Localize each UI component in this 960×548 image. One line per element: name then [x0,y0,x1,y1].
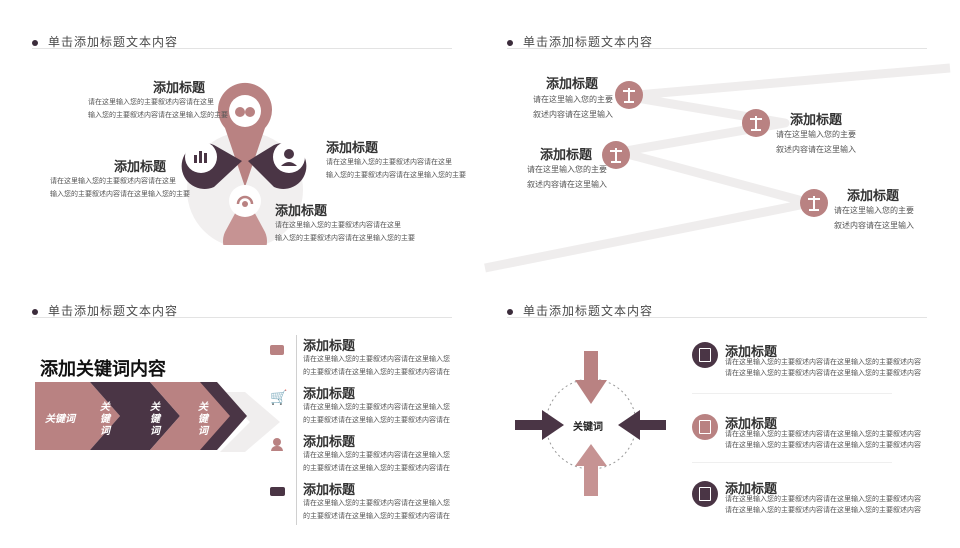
chevron-1 [35,382,120,450]
chevron-label-4: 关键词 [198,402,208,437]
row-divider [692,462,892,463]
q4-title-3: 添加标题 [725,482,778,497]
bullet-dot [32,39,38,46]
bar-chart-icon [194,151,207,163]
center-keyword: 关键词 [573,422,603,433]
wallet-icon [270,345,284,355]
header-divider [507,317,927,318]
cart-icon: 🛒 [270,390,288,406]
bullet-dot [507,39,513,46]
q2-desc-1: 请在这里输入您的主要叙述内容请在这里输入 [533,95,613,119]
q1-title-4: 添加标题 [275,204,328,219]
q3-title-4: 添加标题 [303,483,356,498]
q2-title-4: 添加标题 [847,189,900,204]
q2-desc-2: 请在这里输入您的主要叙述内容请在这里输入 [776,130,856,154]
q3-title-1: 添加标题 [303,339,356,354]
section-header-text: 单击添加标题文本内容 [48,304,179,318]
bullet-dot [507,308,513,315]
vertical-divider [296,335,297,525]
q2-title-1: 添加标题 [546,77,599,92]
document-search-icon [692,342,718,368]
q4-desc-2: 请在这里输入您的主要叙述内容请在这里输入您的主要叙述内容请在这里输入您的主要叙述… [725,430,921,449]
section-header: 单击添加标题文本内容 [32,302,178,319]
row-divider [692,393,892,394]
clover-diagram [181,82,307,245]
section-header: 单击添加标题文本内容 [32,33,178,50]
arrow-right [515,410,564,440]
arrow-up [575,444,607,496]
q1-title-3: 添加标题 [326,141,379,156]
section-header: 单击添加标题文本内容 [507,302,653,319]
keyword-title: 添加关键词内容 [40,359,166,380]
petal-bottom [223,195,267,245]
q4-title-1: 添加标题 [725,345,778,360]
headset-icon [236,195,254,207]
header-divider [32,48,452,49]
q1-desc-3: 请在这里输入您的主要叙述内容请在这里输入您的主要叙述内容请在这里输入您的主要 [326,158,466,179]
bullet-dot [32,308,38,315]
q1-desc-1: 请在这里输入您的主要叙述内容请在这里输入您的主要叙述内容请在这里输入您的主要 [88,98,228,119]
q1-title-2: 添加标题 [114,160,167,175]
user-money-icon [271,438,283,451]
section-header-text: 单击添加标题文本内容 [523,35,654,49]
chevron-3 [150,382,235,450]
q1-title-1: 添加标题 [153,81,206,96]
q3-title-2: 添加标题 [303,387,356,402]
chevron-2 [90,382,180,450]
arrow-down [575,351,607,404]
q2-title-3: 添加标题 [540,148,593,163]
chevron-label-2: 关键词 [100,402,110,437]
hand-card-icon [270,487,285,496]
q3-desc-1: 请在这里输入您的主要叙述内容请在这里输入您的主要叙述请在这里输入您的主要叙述内容… [303,355,450,376]
q3-desc-3: 请在这里输入您的主要叙述内容请在这里输入您的主要叙述请在这里输入您的主要叙述内容… [303,451,450,472]
chevron-row [35,382,280,452]
q2-desc-3: 请在这里输入您的主要叙述内容请在这里输入 [527,165,607,189]
arrow-left [618,410,666,440]
scales-icon [610,88,820,211]
document-search-icon [692,481,718,507]
person-icon [281,149,297,166]
converging-arrows [515,351,666,496]
chevron-label-1: 关键词 [45,414,75,425]
q3-desc-4: 请在这里输入您的主要叙述内容请在这里输入您的主要叙述请在这里输入您的主要叙述内容… [303,499,450,520]
section-header: 单击添加标题文本内容 [507,33,653,50]
q2-desc-4: 请在这里输入您的主要叙述内容请在这里输入 [834,206,914,230]
chevron-label-3: 关键词 [150,402,160,437]
q4-title-2: 添加标题 [725,417,778,432]
q4-desc-3: 请在这里输入您的主要叙述内容请在这里输入您的主要叙述内容请在这里输入您的主要叙述… [725,495,921,514]
q3-title-3: 添加标题 [303,435,356,450]
q4-desc-1: 请在这里输入您的主要叙述内容请在这里输入您的主要叙述内容请在这里输入您的主要叙述… [725,358,921,377]
q2-title-2: 添加标题 [790,113,843,128]
binoculars-icon [235,107,255,117]
header-divider [507,48,927,49]
zigzag-path [484,63,951,273]
q1-desc-2: 请在这里输入您的主要叙述内容请在这里输入您的主要叙述内容请在这里输入您的主要 [50,177,190,198]
section-header-text: 单击添加标题文本内容 [48,35,179,49]
header-divider [32,317,452,318]
document-search-icon [692,414,718,440]
q1-desc-4: 请在这里输入您的主要叙述内容请在这里输入您的主要叙述内容请在这里输入您的主要 [275,221,415,242]
q3-desc-2: 请在这里输入您的主要叙述内容请在这里输入您的主要叙述请在这里输入您的主要叙述内容… [303,403,450,424]
section-header-text: 单击添加标题文本内容 [523,304,654,318]
